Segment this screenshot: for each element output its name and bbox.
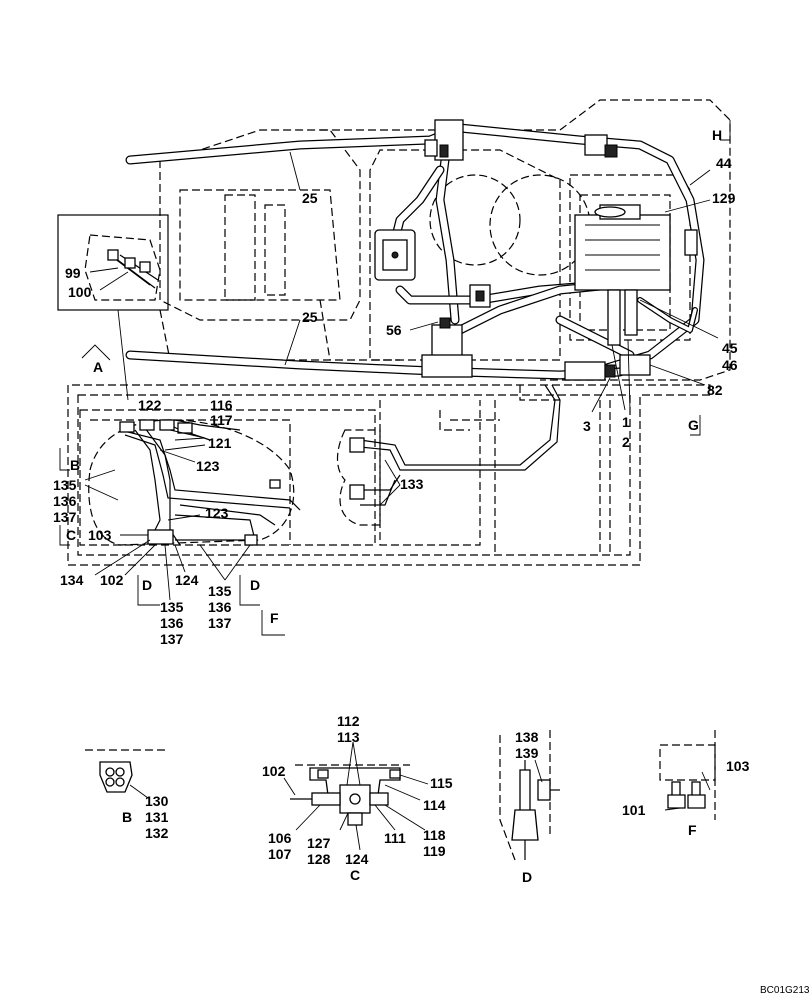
machine-frame-outline (67, 99, 731, 566)
callout-136-right: 136 (208, 599, 232, 615)
callout-102: 102 (100, 572, 124, 588)
leader-lines (84, 151, 719, 601)
callout-122: 122 (138, 397, 162, 413)
detail-b-label-132: 132 (145, 825, 169, 841)
detail-f-label-103: 103 (726, 758, 750, 774)
callout-135-right: 135 (208, 583, 232, 599)
detail-c-label-119: 119 (423, 843, 446, 859)
callout-56: 56 (386, 322, 402, 338)
view-markers: A B C D D F G H (59, 120, 731, 636)
callout-136-center: 136 (160, 615, 184, 631)
detail-c-label-112: 112 (337, 713, 360, 729)
detail-c-label-118: 118 (423, 827, 446, 843)
callout-25-lower: 25 (302, 309, 318, 325)
inset-box (57, 214, 169, 401)
detail-b-title: B (122, 809, 132, 825)
callout-136-left: 136 (53, 493, 77, 509)
callout-116: 116 (210, 397, 233, 413)
callout-103: 103 (88, 527, 112, 543)
callout-137-left: 137 (53, 509, 77, 525)
detail-b: 130 131 132 B (85, 749, 169, 841)
detail-c-label-114: 114 (423, 797, 446, 813)
callout-100: 100 (68, 284, 92, 300)
detail-c-label-115: 115 (430, 775, 453, 791)
valve-blocks (374, 119, 698, 381)
detail-c-title: C (350, 867, 360, 883)
detail-f-title: F (688, 822, 697, 838)
callout-3: 3 (583, 418, 591, 434)
detail-c-label-127: 127 (307, 835, 331, 851)
callout-137-right: 137 (208, 615, 232, 631)
detail-c-label-128: 128 (307, 851, 331, 867)
center-hose-bundle (336, 384, 561, 526)
callout-129: 129 (712, 190, 736, 206)
lower-hose-bundle (88, 419, 301, 546)
detail-d-label-138: 138 (515, 729, 539, 745)
callout-82: 82 (707, 382, 723, 398)
view-marker-g: G (688, 417, 699, 433)
callout-2: 2 (622, 434, 630, 450)
detail-b-label-130: 130 (145, 793, 169, 809)
detail-c: 112 113 102 115 114 106 107 127 128 111 … (262, 713, 453, 883)
detail-c-label-102: 102 (262, 763, 286, 779)
callout-1: 1 (622, 414, 630, 430)
callout-134: 134 (60, 572, 84, 588)
detail-d: 138 139 D (499, 729, 560, 885)
callout-46: 46 (722, 357, 738, 373)
view-marker-h: H (712, 127, 722, 143)
callout-124: 124 (175, 572, 199, 588)
callout-135-left: 135 (53, 477, 77, 493)
callout-44: 44 (716, 155, 732, 171)
callout-25-upper: 25 (302, 190, 318, 206)
callout-135-center: 135 (160, 599, 184, 615)
callout-137-center: 137 (160, 631, 184, 647)
callout-121: 121 (208, 435, 232, 451)
drawing-code: BC01G213 (760, 985, 810, 996)
callout-99: 99 (65, 265, 81, 281)
callout-123-lower: 123 (205, 505, 229, 521)
callout-45: 45 (722, 340, 738, 356)
callout-117: 117 (210, 412, 233, 428)
view-marker-c: C (66, 527, 76, 543)
view-marker-d2: D (250, 577, 260, 593)
detail-c-label-106: 106 (268, 830, 292, 846)
callout-133: 133 (400, 476, 424, 492)
detail-b-label-131: 131 (145, 809, 169, 825)
detail-c-label-124: 124 (345, 851, 369, 867)
detail-f-label-101: 101 (622, 802, 646, 818)
detail-f: 103 101 F (622, 730, 750, 838)
detail-d-title: D (522, 869, 532, 885)
view-marker-d1: D (142, 577, 152, 593)
detail-c-label-111: 111 (384, 830, 406, 846)
view-marker-a: A (93, 359, 103, 375)
view-marker-b: B (70, 457, 80, 473)
detail-c-label-113: 113 (337, 729, 360, 745)
detail-d-label-139: 139 (515, 745, 539, 761)
main-callouts: 25 25 44 129 56 45 46 82 3 1 2 99 100 11… (53, 155, 738, 647)
view-marker-f: F (270, 610, 279, 626)
detail-c-label-107: 107 (268, 846, 292, 862)
callout-123-upper: 123 (196, 458, 220, 474)
